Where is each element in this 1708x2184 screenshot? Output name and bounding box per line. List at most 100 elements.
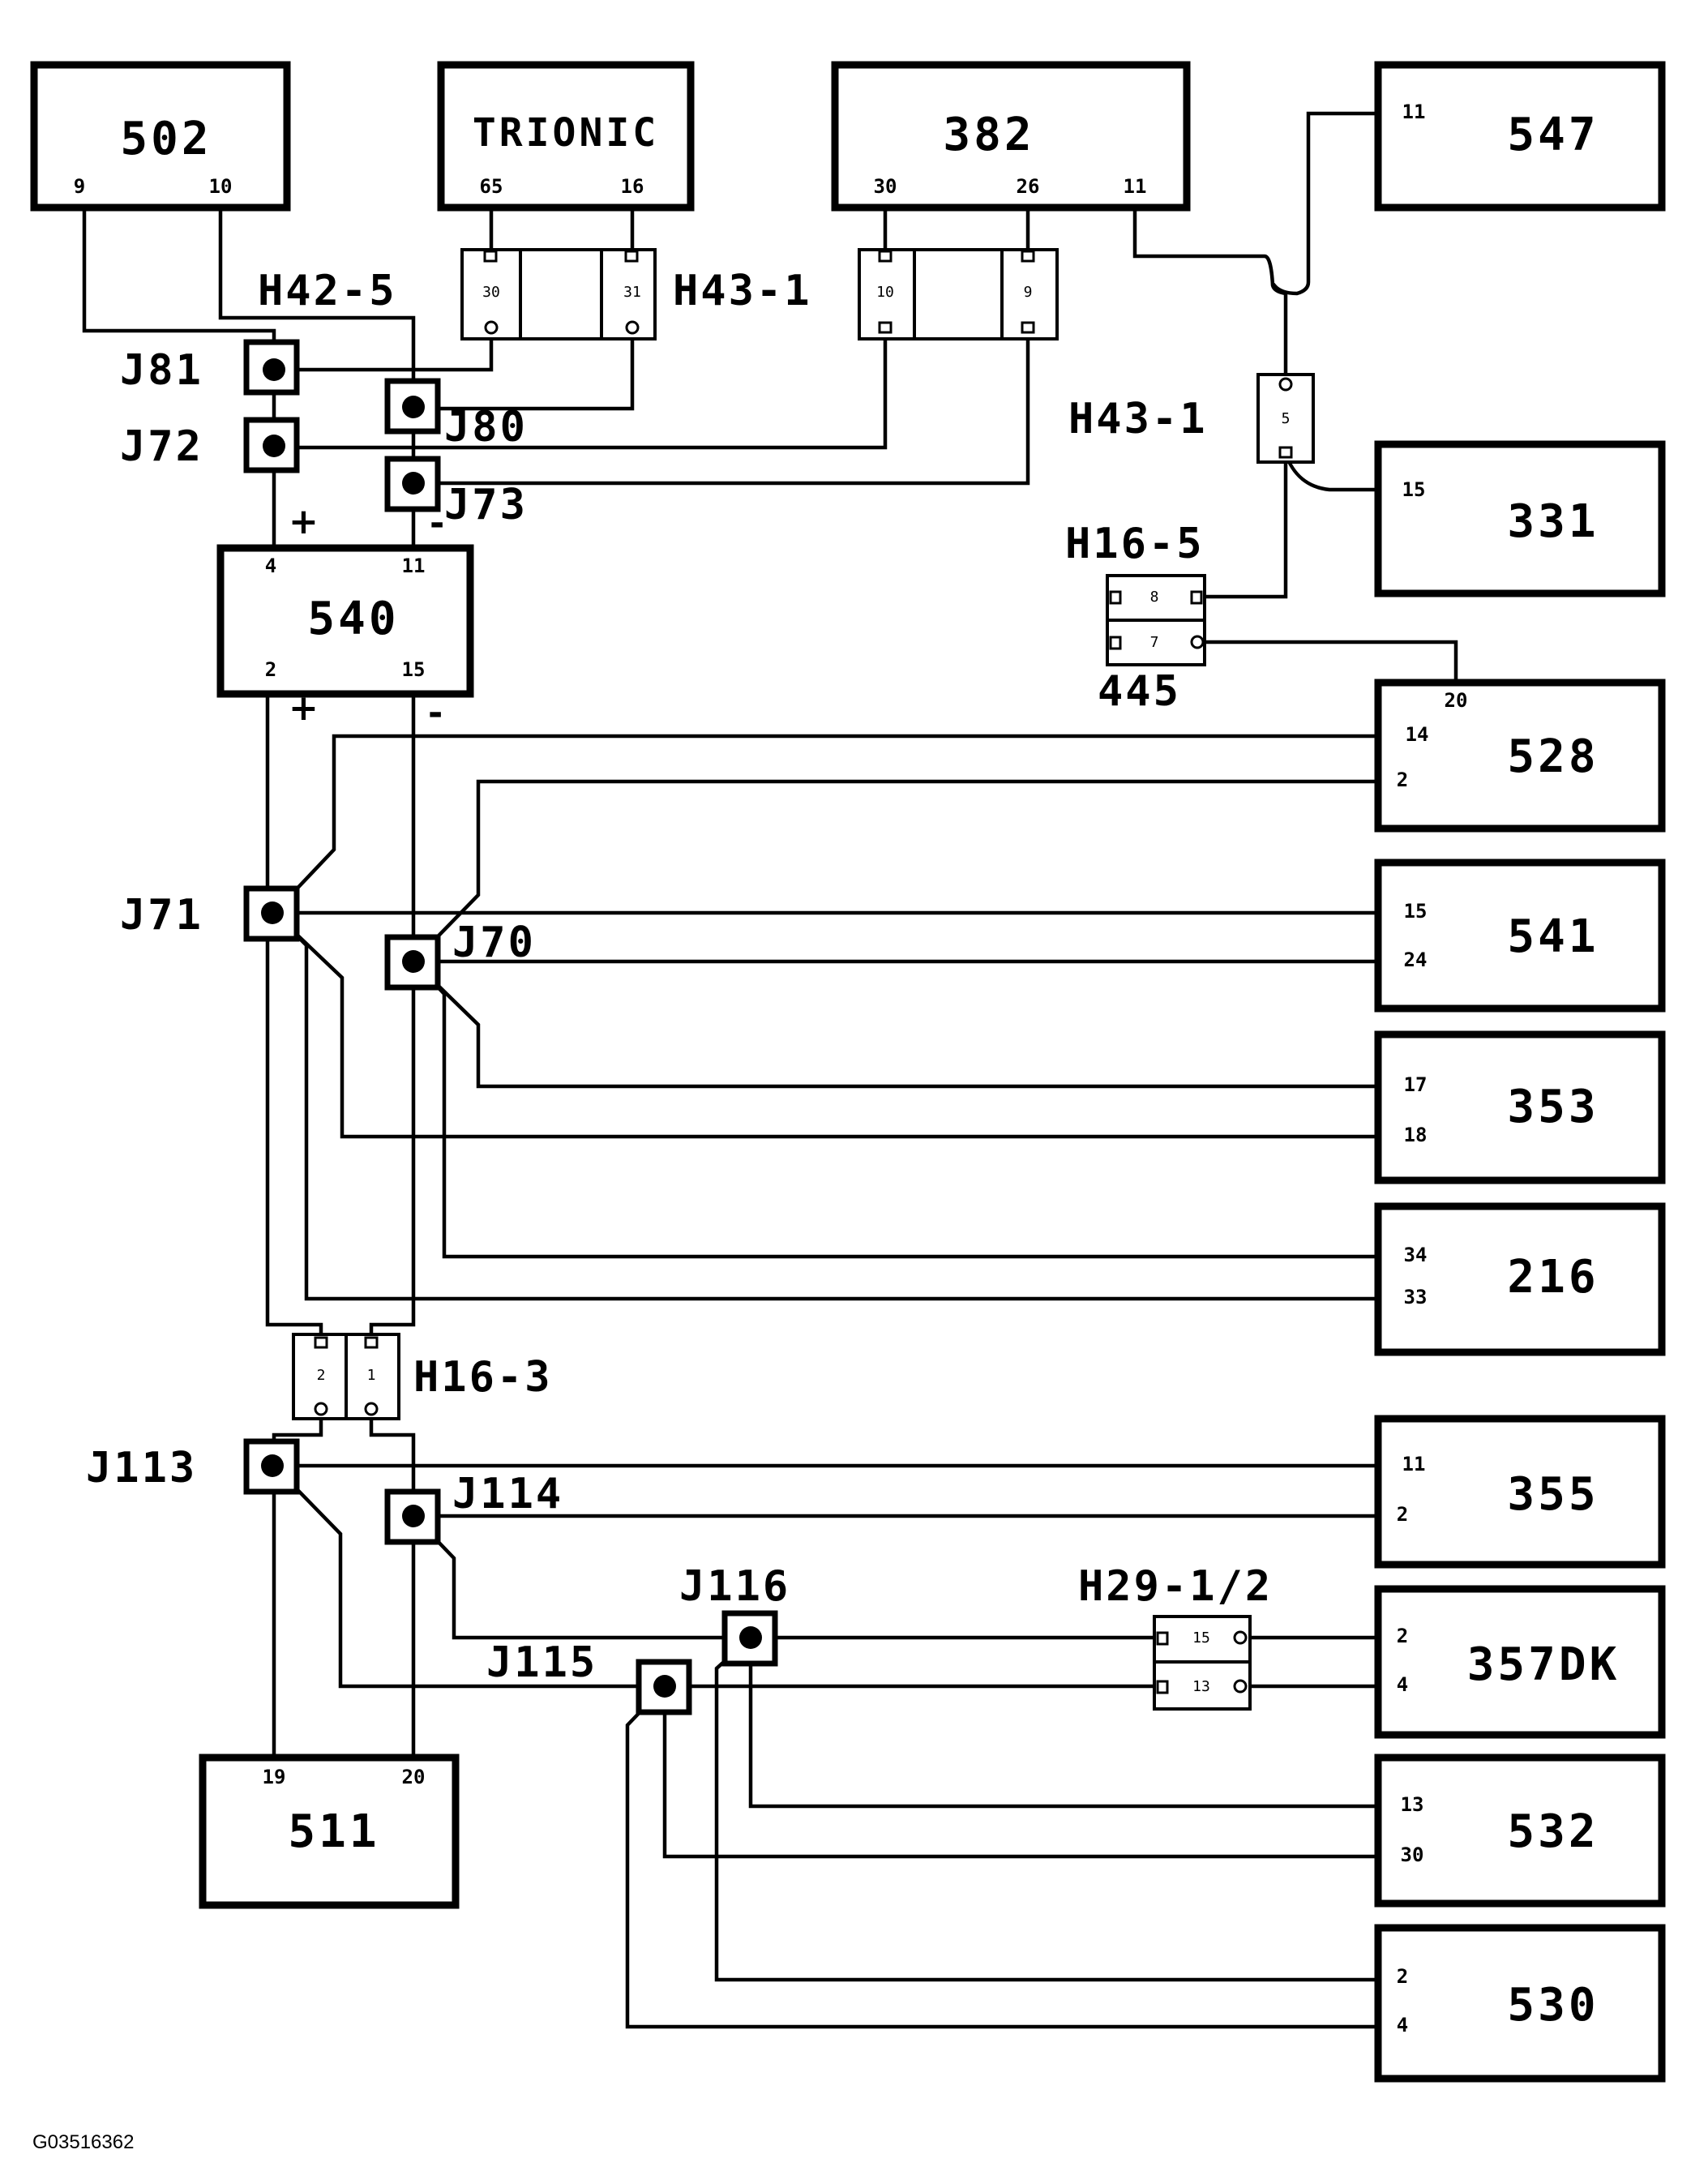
junction-label: J71 xyxy=(120,891,203,940)
wire-h42-j80 xyxy=(411,328,635,411)
pin-label: 19 xyxy=(263,1766,286,1788)
connector-label: H29-1/2 xyxy=(1078,1562,1273,1611)
component-532: 532 13 30 xyxy=(1374,1754,1666,1908)
connector-h29: 15 13 H29-1/2 xyxy=(1078,1562,1273,1711)
component-357dk: 357DK 2 4 xyxy=(1374,1585,1666,1739)
wire-h16-3-j114 xyxy=(369,1408,416,1518)
connector-h43-1-top: 10 9 H43-1 xyxy=(673,248,1059,340)
figure-reference: G03516362 xyxy=(32,2131,134,2153)
component-331: 331 15 xyxy=(1374,440,1666,597)
plus-sign: + xyxy=(289,687,319,729)
junction-j115: J115 xyxy=(486,1638,692,1715)
component-528: 528 20 14 2 xyxy=(1374,679,1666,833)
pin-label: 30 xyxy=(874,175,897,198)
component-label: 532 xyxy=(1507,1805,1599,1858)
pin-label: 4 xyxy=(265,555,276,577)
junction-label: J72 xyxy=(120,422,203,471)
connector-h43-1-right: 5 H43-1 xyxy=(1068,373,1315,464)
wire-j115-532 xyxy=(662,1684,1381,1859)
connector-pin: 9 xyxy=(1024,284,1033,301)
pin-label: 15 xyxy=(402,658,426,681)
junction-label: J80 xyxy=(444,403,528,452)
component-label: 331 xyxy=(1507,495,1599,548)
wire-382-h43-right xyxy=(1132,186,1288,379)
pin-label: 2 xyxy=(1397,1965,1408,1988)
pin-label: 14 xyxy=(1406,723,1429,746)
component-547: 547 11 xyxy=(1374,61,1666,212)
component-355: 355 11 2 xyxy=(1374,1415,1666,1569)
connector-label: H16-5 xyxy=(1065,520,1205,568)
component-511: 511 19 20 xyxy=(199,1754,460,1909)
pin-label: 2 xyxy=(1397,769,1408,791)
connector-pin: 7 xyxy=(1150,634,1159,651)
component-label: 216 xyxy=(1507,1251,1599,1304)
pin-label: 20 xyxy=(1445,689,1468,712)
junction-j72: J72 xyxy=(120,417,300,473)
connector-label: H43-1 xyxy=(673,267,812,315)
connector-pin: 5 xyxy=(1282,410,1291,427)
connector-sub-label: 445 xyxy=(1098,667,1181,716)
wire-h43-h16-5 xyxy=(1196,452,1288,599)
wire-j70-353 xyxy=(410,958,1381,1089)
junction-j80: J80 xyxy=(384,378,528,452)
wire-j116-532 xyxy=(748,1635,1381,1809)
pin-label: 4 xyxy=(1397,1673,1408,1696)
component-530: 530 2 4 xyxy=(1374,1924,1666,2083)
component-label: 547 xyxy=(1507,109,1599,161)
pin-label: 17 xyxy=(1404,1073,1428,1096)
junction-label: J73 xyxy=(444,481,528,529)
junction-j114: J114 xyxy=(384,1470,563,1545)
component-353: 353 17 18 xyxy=(1374,1030,1666,1184)
component-label: TRIONIC xyxy=(473,110,659,156)
component-label: 540 xyxy=(307,593,399,645)
pin-label: 33 xyxy=(1404,1286,1428,1308)
pin-label: 26 xyxy=(1017,175,1040,198)
wire-minus-bus-bottom xyxy=(369,692,416,1340)
pin-label: 11 xyxy=(1124,175,1147,198)
junction-j73: J73 xyxy=(384,456,528,529)
component-541: 541 15 24 xyxy=(1374,859,1666,1013)
component-540: 540 4 11 2 15 xyxy=(216,544,474,698)
connector-h16-3: 2 1 H16-3 xyxy=(292,1333,553,1420)
wire-h43-j73 xyxy=(411,328,1030,486)
pin-label: 65 xyxy=(480,175,503,198)
connector-pin: 13 xyxy=(1192,1678,1210,1695)
pin-label: 4 xyxy=(1397,2014,1408,2036)
connector-h42-5: 30 31 H42-5 xyxy=(258,248,657,340)
polarity-signs: + - + - xyxy=(289,501,444,734)
pin-label: 34 xyxy=(1404,1244,1428,1266)
junction-label: J115 xyxy=(486,1638,597,1687)
component-label: 530 xyxy=(1507,1979,1599,2032)
component-382: 382 30 26 11 xyxy=(831,61,1191,212)
connector-h16-5: 8 7 H16-5 445 xyxy=(1065,520,1206,716)
wire-j113-j115 xyxy=(271,1462,667,1689)
wire-j70-528 xyxy=(410,779,1381,965)
junction-label: J70 xyxy=(452,919,536,967)
pin-label: 20 xyxy=(402,1766,426,1788)
pin-label: 15 xyxy=(1402,478,1426,501)
component-label: 502 xyxy=(120,113,212,165)
pin-label: 15 xyxy=(1404,900,1428,923)
pin-label: 11 xyxy=(1402,1453,1426,1475)
pin-label: 18 xyxy=(1404,1124,1428,1146)
wires xyxy=(82,111,1458,2029)
connector-label: H43-1 xyxy=(1068,395,1208,443)
component-label: 528 xyxy=(1507,730,1599,783)
wire-plus-bus-bottom xyxy=(265,692,323,1340)
pin-label: 11 xyxy=(402,555,426,577)
wire-j70-216 xyxy=(410,958,1381,1259)
junction-label: J114 xyxy=(452,1470,563,1518)
wire-502-j80 xyxy=(218,186,416,388)
wire-502-j81 xyxy=(82,186,276,359)
component-label: 355 xyxy=(1507,1468,1599,1521)
component-label: 357DK xyxy=(1467,1638,1620,1691)
wire-j71-528 xyxy=(271,734,1381,916)
plus-sign: + xyxy=(289,501,319,542)
connector-label: H16-3 xyxy=(413,1353,553,1402)
pin-label: 30 xyxy=(1401,1844,1424,1866)
pin-label: 11 xyxy=(1402,101,1426,123)
wire-h43-j72 xyxy=(272,328,888,450)
connector-pin: 15 xyxy=(1192,1629,1210,1647)
component-label: 353 xyxy=(1507,1081,1599,1133)
